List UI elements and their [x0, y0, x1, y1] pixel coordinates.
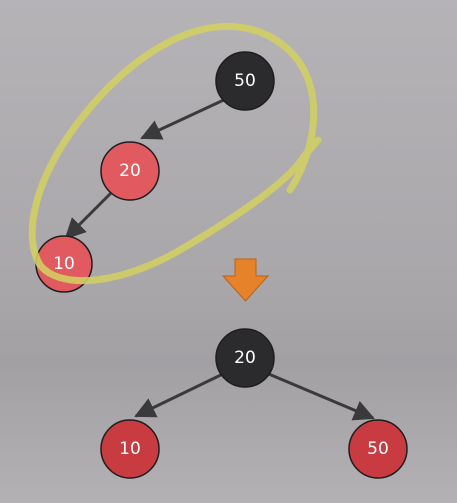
after-node-50: 50: [348, 419, 408, 479]
after-node-10: 10: [100, 419, 160, 479]
before-edges: [64, 96, 229, 240]
edge-20-to-50: [263, 370, 375, 421]
after-edges: [134, 370, 375, 421]
node-label: 50: [234, 71, 256, 91]
before-node-50: 50: [215, 51, 275, 111]
edge-50-to-20: [140, 96, 229, 140]
transform-arrow: [221, 258, 270, 302]
node-label: 10: [53, 254, 75, 274]
node-label: 10: [119, 439, 141, 459]
highlight-loop: [28, 22, 322, 285]
edge-20-to-10: [134, 370, 228, 418]
node-label: 20: [119, 161, 141, 181]
node-label: 20: [234, 348, 256, 368]
node-label: 50: [367, 439, 389, 459]
before-node-20: 20: [100, 141, 160, 201]
after-node-20: 20: [215, 328, 275, 388]
edge-20-to-10: [64, 189, 115, 240]
